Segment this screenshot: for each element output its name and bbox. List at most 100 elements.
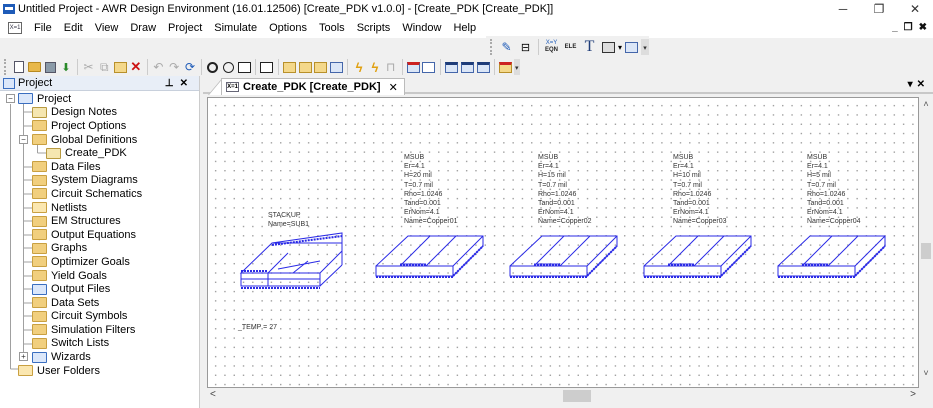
text-tool-icon[interactable]: T [584, 38, 595, 55]
view-all-icon[interactable] [237, 59, 251, 76]
tree-item-user-folders[interactable]: User Folders [0, 364, 199, 378]
tab-list-dropdown-icon[interactable]: ▾ [907, 79, 917, 90]
schematic-canvas[interactable]: STACKUP Name=SUB1 [207, 97, 919, 388]
new-window-icon[interactable] [260, 59, 274, 76]
document-close-icon[interactable]: ✕ [916, 79, 929, 90]
add-element-icon[interactable] [330, 59, 344, 76]
scroll-up-icon[interactable]: ˄ [923, 99, 929, 109]
menu-window[interactable]: Window [402, 22, 442, 34]
tree-item-circuit-schematics[interactable]: Circuit Schematics [0, 187, 199, 201]
new-icon[interactable] [12, 59, 26, 76]
menu-project[interactable]: Project [168, 22, 203, 34]
tree-item-switch-lists[interactable]: Switch Lists [0, 337, 199, 351]
tree-item-wizards[interactable]: + Wizards [0, 350, 199, 364]
scroll-right-icon[interactable]: > [910, 389, 916, 400]
refresh-icon[interactable]: ⟳ [184, 60, 195, 74]
zoom-out-icon[interactable] [221, 59, 235, 76]
tree-item-optimizer-goals[interactable]: Optimizer Goals [0, 255, 199, 269]
collapse-icon[interactable]: − [19, 134, 28, 144]
yield-icon[interactable] [476, 59, 490, 76]
msub-copper02-symbol[interactable] [507, 234, 622, 284]
menu-options[interactable]: Options [269, 22, 307, 34]
temp-equation[interactable]: _TEMP = 27 [238, 324, 277, 331]
menu-tools[interactable]: Tools [319, 22, 345, 34]
view-3d-icon[interactable] [422, 59, 436, 76]
stackup-label[interactable]: STACKUP Name=SUB1 [268, 212, 310, 229]
menu-help[interactable]: Help [453, 22, 477, 34]
msub-copper01-symbol[interactable] [373, 234, 488, 284]
close-button[interactable]: ✕ [909, 2, 921, 16]
minimize-button[interactable]: ─ [838, 2, 848, 16]
menu-draw[interactable]: Draw [130, 22, 157, 34]
run-icon[interactable]: ⊓ [385, 60, 396, 74]
tree-item-output-equations[interactable]: Output Equations [0, 228, 199, 242]
tree-item-project[interactable]: − Project [0, 92, 199, 106]
maximize-button[interactable]: ❐ [873, 2, 885, 16]
tree-item-data-files[interactable]: Data Files [0, 160, 199, 174]
collapse-icon[interactable]: − [6, 94, 15, 103]
tree-item-create-pdk[interactable]: Create_PDK [0, 146, 199, 160]
open-icon[interactable] [27, 59, 42, 76]
port-tool-icon[interactable]: ⊟ [520, 41, 531, 54]
vertical-scroll-thumb[interactable] [921, 243, 931, 259]
tree-item-simulation-filters[interactable]: Simulation Filters [0, 323, 199, 337]
add-subcircuit-icon[interactable] [282, 59, 296, 76]
tab-close-icon[interactable]: ✕ [388, 81, 398, 94]
tree-item-em-structures[interactable]: EM Structures [0, 214, 199, 228]
redo-icon[interactable]: ↷ [169, 60, 180, 74]
sweep-icon[interactable] [460, 59, 474, 76]
scroll-down-icon[interactable]: ˅ [923, 368, 929, 378]
document-system-menu-icon[interactable]: X=1 [8, 22, 22, 34]
save-icon[interactable] [43, 59, 57, 76]
wire-tool-icon[interactable]: ✎ [501, 40, 512, 54]
zoom-area-icon[interactable] [206, 59, 220, 76]
tree-item-global-definitions[interactable]: − Global Definitions [0, 133, 199, 147]
tab-create-pdk[interactable]: X=1 Create_PDK [Create_PDK] ✕ [221, 78, 405, 95]
horizontal-scrollbar[interactable]: < > [207, 388, 919, 404]
scroll-left-icon[interactable]: < [210, 389, 216, 400]
menu-simulate[interactable]: Simulate [214, 22, 258, 34]
stackup-symbol[interactable] [238, 231, 348, 293]
equations-icon[interactable] [445, 59, 459, 76]
view-layout-icon[interactable] [406, 59, 420, 76]
tree-item-netlists[interactable]: Netlists [0, 201, 199, 215]
menu-scripts[interactable]: Scripts [356, 22, 391, 34]
panel-close-icon[interactable]: ✕ [179, 77, 194, 89]
shape-dropdown-icon[interactable]: ▾ [618, 42, 623, 52]
msub-copper04-symbol[interactable] [775, 234, 890, 284]
tree-item-output-files[interactable]: Output Files [0, 282, 199, 296]
pin-icon[interactable]: ⊥ [164, 77, 180, 89]
element-icon[interactable]: ELE [564, 44, 577, 50]
expand-icon[interactable]: + [19, 352, 28, 362]
msub-copper03-symbol[interactable] [641, 234, 756, 284]
tree-item-data-sets[interactable]: Data Sets [0, 296, 199, 310]
horizontal-scroll-thumb[interactable] [563, 390, 591, 402]
toolbar-grip[interactable] [490, 39, 493, 55]
undo-icon[interactable]: ↶ [153, 60, 164, 74]
tree-item-system-diagrams[interactable]: System Diagrams [0, 174, 199, 188]
layout-view-icon[interactable] [623, 39, 640, 56]
add-ground-icon[interactable] [314, 59, 328, 76]
vertical-scrollbar[interactable]: ˄ ˅ [919, 97, 933, 388]
toolbar-overflow-button[interactable]: ▾ [513, 59, 521, 75]
analyze-icon[interactable]: ϟ [355, 59, 363, 75]
delete-icon[interactable]: ✕ [130, 59, 142, 74]
menu-edit[interactable]: Edit [63, 22, 83, 34]
tune-icon[interactable]: ϟ [371, 59, 379, 75]
mdi-minimize-button[interactable]: _ [892, 22, 898, 33]
toolbar-overflow-button[interactable]: ▾ [641, 39, 650, 55]
copy-icon[interactable]: ⧉ [100, 59, 109, 74]
tree-item-yield-goals[interactable]: Yield Goals [0, 269, 199, 283]
add-port-icon[interactable] [298, 59, 312, 76]
tree-item-design-notes[interactable]: Design Notes [0, 106, 199, 120]
save-all-icon[interactable]: ⬇ [61, 61, 71, 74]
tree-item-circuit-symbols[interactable]: Circuit Symbols [0, 310, 199, 324]
mdi-restore-button[interactable]: ❐ [903, 22, 913, 33]
menu-view[interactable]: View [94, 22, 119, 34]
toolbar-grip[interactable] [4, 59, 7, 75]
